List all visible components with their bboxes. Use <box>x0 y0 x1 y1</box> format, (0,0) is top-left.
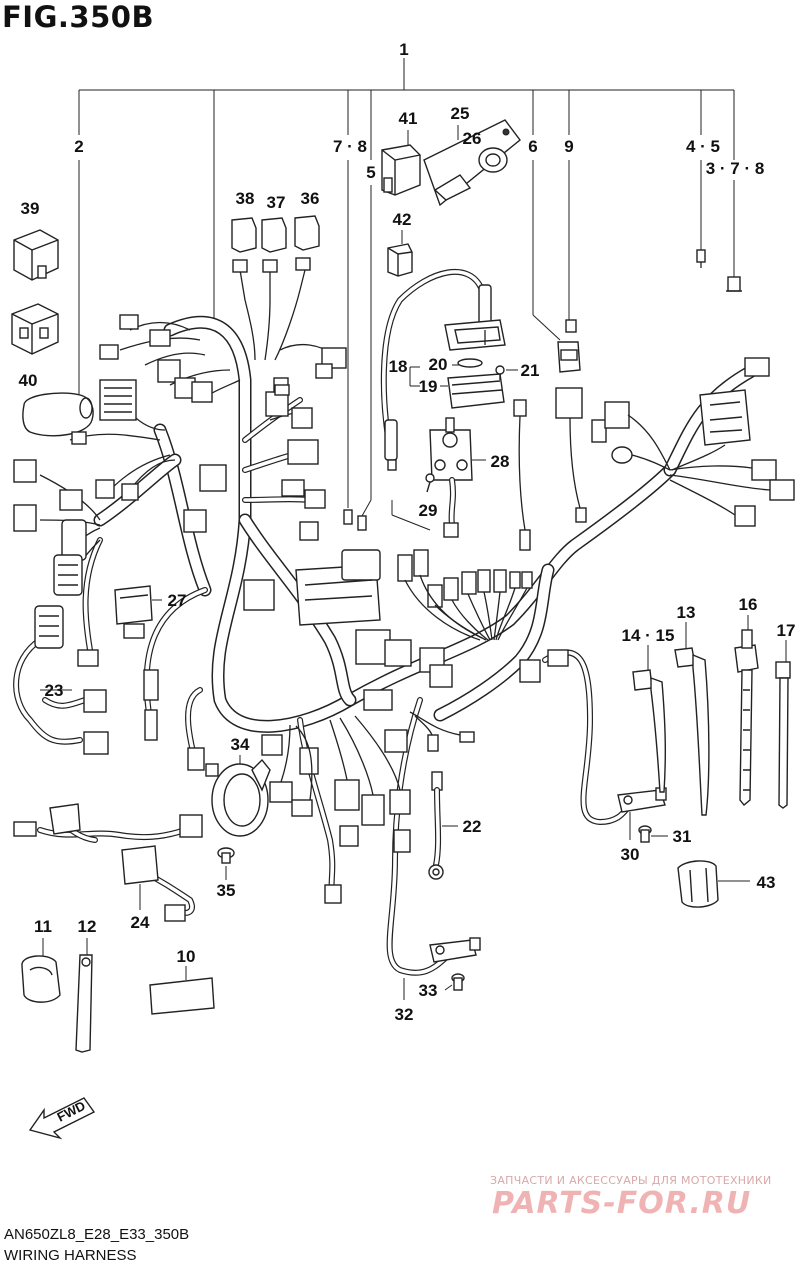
relay-41 <box>381 130 421 196</box>
part-13-tie <box>674 622 710 816</box>
part-34-horn <box>205 755 271 837</box>
callout-25: 25 <box>451 104 470 123</box>
part-2-cover <box>22 160 94 437</box>
callout-41: 41 <box>399 109 418 128</box>
fwd-arrow: FWD <box>28 1097 96 1140</box>
callout-20: 20 <box>429 355 448 374</box>
callout-27: 27 <box>168 591 187 610</box>
right-connector-cluster <box>397 357 795 683</box>
callout-29: 29 <box>419 501 438 520</box>
short-leaders <box>40 364 518 991</box>
callout-17: 17 <box>777 621 796 640</box>
part-11-clamp <box>21 938 61 1003</box>
connectors-36-38 <box>231 215 320 273</box>
switch-28 <box>429 417 486 538</box>
parts-6-9 <box>532 160 581 373</box>
part-43-boot <box>677 860 750 908</box>
callout-14-15: 14 · 15 <box>622 626 675 645</box>
callout-43: 43 <box>757 873 776 892</box>
part-24-subharness <box>13 803 203 922</box>
part-33-bolt <box>451 973 465 991</box>
callout-22: 22 <box>463 817 482 836</box>
part-17-tie <box>775 640 791 809</box>
callout-5: 5 <box>366 163 375 182</box>
callout-42: 42 <box>393 210 412 229</box>
part-35-bolt <box>217 847 235 864</box>
part-27-box <box>114 585 162 639</box>
figure-title: FIG.350B <box>2 0 155 34</box>
callout-28: 28 <box>491 452 510 471</box>
model-code: AN650ZL8_E28_E33_350B <box>4 1226 190 1243</box>
left-connector-cluster <box>13 314 227 596</box>
callout-13: 13 <box>677 603 696 622</box>
callout-21: 21 <box>521 361 540 380</box>
callout-30: 30 <box>621 845 640 864</box>
callout-2: 2 <box>74 137 83 156</box>
relay-40 <box>11 303 59 355</box>
part-19-box <box>447 373 505 409</box>
callout-4-5: 4 · 5 <box>686 137 720 156</box>
callout-18: 18 <box>389 357 408 376</box>
center-connector-cluster <box>243 347 453 711</box>
callout-32: 32 <box>395 1005 414 1024</box>
callout-24: 24 <box>131 913 150 932</box>
connector-42 <box>387 230 413 277</box>
part-32-sensor <box>403 937 481 1000</box>
callout-39: 39 <box>21 199 40 218</box>
callout-16: 16 <box>739 595 758 614</box>
callout-11: 11 <box>34 917 52 936</box>
callout-38: 38 <box>236 189 255 208</box>
horn-area-connectors <box>261 711 475 904</box>
relay-39 <box>13 229 59 281</box>
upper-left-wires <box>39 269 336 571</box>
callout-12: 12 <box>78 917 97 936</box>
callout-6: 6 <box>528 137 537 156</box>
part-12-strap <box>75 938 93 1053</box>
callout-34: 34 <box>231 735 250 754</box>
socket-25-26 <box>423 119 521 207</box>
callout-1: 1 <box>399 40 408 59</box>
callout-33: 33 <box>419 981 438 1000</box>
part-10-pad <box>149 966 215 1015</box>
callout-36: 36 <box>301 189 320 208</box>
leader-bracket-part-1 <box>78 58 735 320</box>
part-14-15-tie <box>632 645 666 793</box>
callout-31: 31 <box>673 827 692 846</box>
callout-26: 26 <box>463 129 482 148</box>
part-23-subharness <box>13 605 205 771</box>
callout-7-8-top: 7 · 8 <box>333 137 367 156</box>
callout-3-7-8: 3 · 7 · 8 <box>706 159 765 178</box>
part-20-fuse <box>457 358 483 368</box>
callout-35: 35 <box>217 881 236 900</box>
callouts: 1 2 7 · 8 5 41 25 26 6 9 4 · 5 3 · 7 · 8… <box>19 40 796 1024</box>
watermark-tagline: ЗАПЧАСТИ И АКСЕССУАРЫ ДЛЯ МОТОТЕХНИКИ <box>490 1174 772 1187</box>
callout-9: 9 <box>564 137 573 156</box>
main-harness <box>82 315 757 976</box>
cable-18-assembly <box>380 269 506 531</box>
part-31-bolt <box>638 825 668 843</box>
part-16-tie <box>734 615 759 806</box>
part-29-screw <box>425 473 435 493</box>
callout-40: 40 <box>19 371 38 390</box>
diagram-caption: WIRING HARNESS <box>4 1247 137 1264</box>
callout-37: 37 <box>267 193 286 212</box>
part-21-screw <box>495 365 505 380</box>
callout-19: 19 <box>419 377 438 396</box>
watermark-brand: PARTS-FOR.RU <box>492 1186 752 1221</box>
part-22-ground-lead <box>428 771 458 880</box>
callout-10: 10 <box>177 947 196 966</box>
fuses <box>343 160 742 531</box>
